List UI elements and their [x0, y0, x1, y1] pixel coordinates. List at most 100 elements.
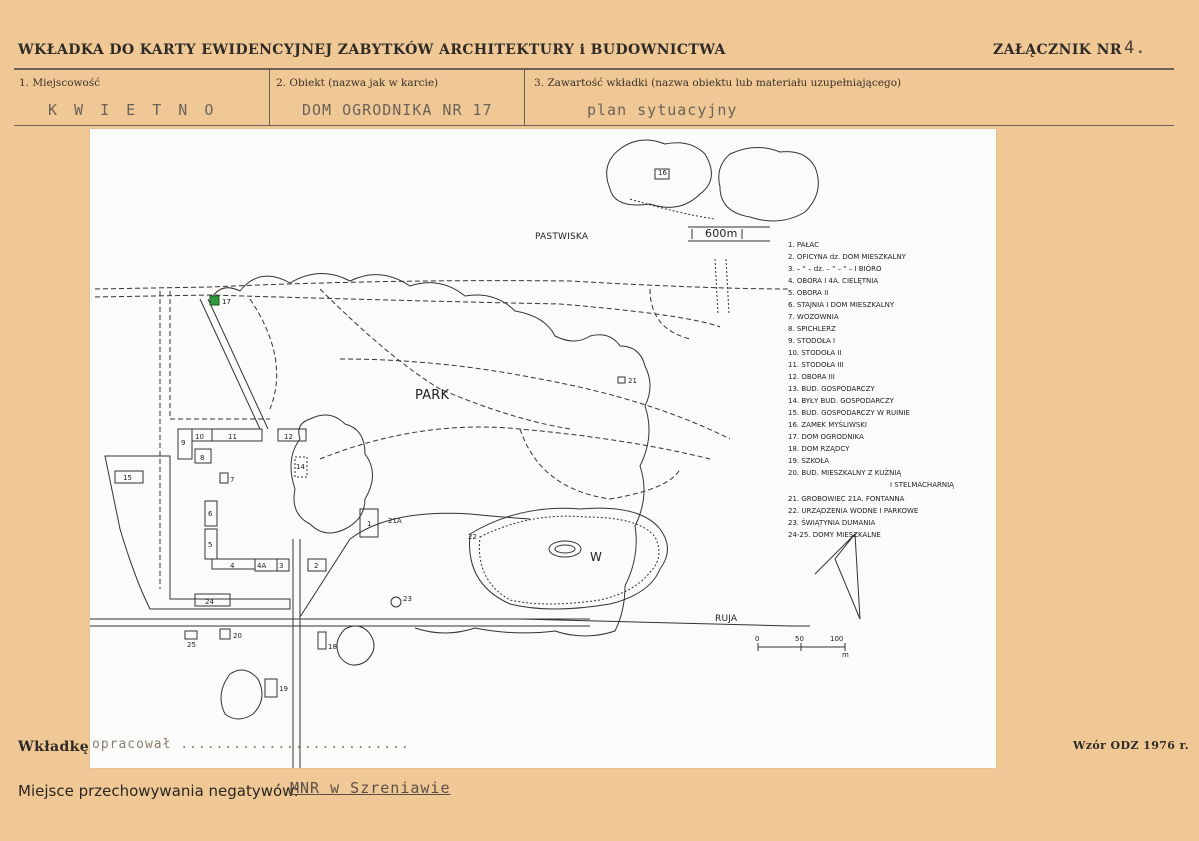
legend-item: 1. PAŁAC: [788, 241, 819, 249]
legend-item: 6. STAJNIA I DOM MIESZKALNY: [788, 301, 895, 309]
pond-island-inner: [554, 544, 576, 554]
num-6: 6: [208, 510, 213, 518]
building-19: [264, 678, 278, 698]
legend-item: 14. BYŁY BUD. GOSPODARCZY: [788, 397, 895, 405]
storage-value: MNR w Szreniawie: [290, 779, 451, 797]
field-content-value: plan sytuacyjny: [587, 101, 738, 119]
scale-label-0: 0: [755, 635, 759, 643]
building-5: [204, 528, 218, 560]
num-22: 22: [468, 533, 477, 541]
num-17: 17: [222, 298, 231, 306]
left-path-2: [207, 298, 269, 430]
north-arrow: [814, 532, 861, 620]
form-title: WKŁADKA DO KARTY EWIDENCYJNEJ ZABYTKÓW A…: [18, 42, 726, 58]
building-12: [277, 428, 307, 442]
legend-item: 24-25. DOMY MIESZKALNE: [788, 531, 881, 539]
num-3: 3: [279, 562, 283, 570]
diagonal-road: [299, 512, 531, 618]
num-4a: 4A: [257, 562, 266, 570]
num-5: 5: [208, 541, 212, 549]
building-21: [617, 376, 626, 384]
num-18: 18: [328, 643, 337, 651]
num-15: 15: [123, 474, 132, 482]
insert-label: Wkładkę: [18, 739, 90, 755]
building-15: [114, 470, 144, 484]
legend-item: 7. WOZOWNIA: [788, 313, 839, 321]
legend-item: I STELMACHARNIĄ: [890, 481, 954, 489]
legend-item: 10. STODOŁA II: [788, 349, 842, 357]
field-locality-label: 1. Miejscowość: [19, 77, 101, 89]
storage-label: Miejsce przechowywania negatywów:: [18, 782, 299, 800]
legend-item: 17. DOM OGRODNIKA: [788, 433, 864, 441]
avenue-dotted-2: [725, 258, 730, 315]
highlight-building-17: [209, 295, 220, 306]
fields-rule: [14, 125, 1174, 126]
site-plan-map: PASTWISKA PARK 600m RUJA W 0 50 100 m 1 …: [90, 129, 996, 768]
building-14: [294, 456, 308, 478]
num-8: 8: [200, 454, 204, 462]
pond-outline: [469, 507, 668, 610]
legend-item: 20. BUD. MIESZKALNY Z KUŹNIĄ: [788, 468, 901, 477]
insert-value: opracował ..........................: [92, 737, 410, 752]
num-4: 4: [230, 562, 235, 570]
building-18: [317, 631, 327, 650]
attachment-number: 4.: [1124, 38, 1147, 58]
label-distance: 600m: [705, 227, 738, 240]
building-2: [307, 558, 327, 572]
legend-item: 22. URZĄDZENIA WODNE I PARKOWE: [788, 507, 918, 515]
building-11: [211, 428, 263, 442]
field-content-label: 3. Zawartość wkładki (nazwa obiektu lub …: [534, 77, 902, 89]
num-19: 19: [279, 685, 288, 693]
distance-marker: [688, 226, 770, 242]
field-object-label: 2. Obiekt (nazwa jak w karcie): [276, 77, 439, 89]
pond-inner: [478, 515, 660, 605]
trees-south-2: [220, 669, 263, 720]
num-25: 25: [187, 641, 196, 649]
farm-compound: [104, 455, 291, 610]
legend-item: 15. BUD. GOSPODARCZY W RUINIE: [788, 409, 910, 417]
attachment-label: ZAŁĄCZNIK NR: [993, 42, 1122, 58]
num-20: 20: [233, 632, 242, 640]
legend-item: 23. ŚWIĄTYNIA DUMANIA: [788, 518, 876, 527]
num-24: 24: [205, 598, 214, 606]
park-path-5: [519, 428, 681, 500]
park-boundary-top-2: [94, 294, 721, 328]
field-object-value: DOM OGRODNIKA NR 17: [302, 101, 493, 119]
building-25-a: [184, 630, 198, 640]
legend-item: 19. SZKOŁA: [788, 457, 829, 465]
num-21a: 21A: [388, 517, 402, 525]
scale-label-unit: m: [842, 651, 849, 659]
avenue-dotted-3: [629, 198, 716, 220]
num-10: 10: [195, 433, 204, 441]
template-label: Wzór ODZ 1976 r.: [1073, 739, 1190, 752]
scale-label-100: 100: [830, 635, 843, 643]
legend-item: 4. OBORA I 4A. CIELĘTNIA: [788, 277, 878, 285]
trees-south-1: [336, 625, 375, 666]
num-14: 14: [296, 463, 305, 471]
field-locality-value: K W I E T N O: [48, 101, 218, 119]
label-river: RUJA: [715, 614, 738, 624]
num-11: 11: [228, 433, 237, 441]
river-line: [519, 618, 810, 627]
building-23: [390, 596, 402, 608]
trees-east-compound: [290, 414, 373, 534]
forest-2: [718, 147, 819, 222]
scale-bar: [757, 643, 846, 651]
num-16: 16: [658, 169, 667, 177]
building-20: [219, 628, 231, 640]
legend-item: 3. – " – dz. – " – " – I BIÓRO: [788, 264, 882, 273]
building-16: [654, 168, 670, 180]
map-legend: 1. PAŁAC 2. OFICYNA dz. DOM MIESZKALNY 3…: [788, 241, 954, 539]
header-rule: [14, 68, 1174, 70]
legend-item: 8. SPICHLERZ: [788, 325, 836, 333]
park-boundary-top: [94, 280, 791, 290]
num-2: 2: [314, 562, 318, 570]
field-divider-1: [269, 69, 270, 126]
legend-item: 21. GROBOWIEC 21A. FONTANNA: [788, 495, 905, 503]
site-plan-drawing: PASTWISKA PARK 600m RUJA W 0 50 100 m 1 …: [90, 139, 954, 768]
label-pastwiska: PASTWISKA: [535, 232, 589, 242]
num-12: 12: [284, 433, 293, 441]
forest-1: [606, 139, 712, 208]
label-park: PARK: [415, 388, 450, 403]
legend-item: 18. DOM RZĄDCY: [788, 445, 850, 453]
